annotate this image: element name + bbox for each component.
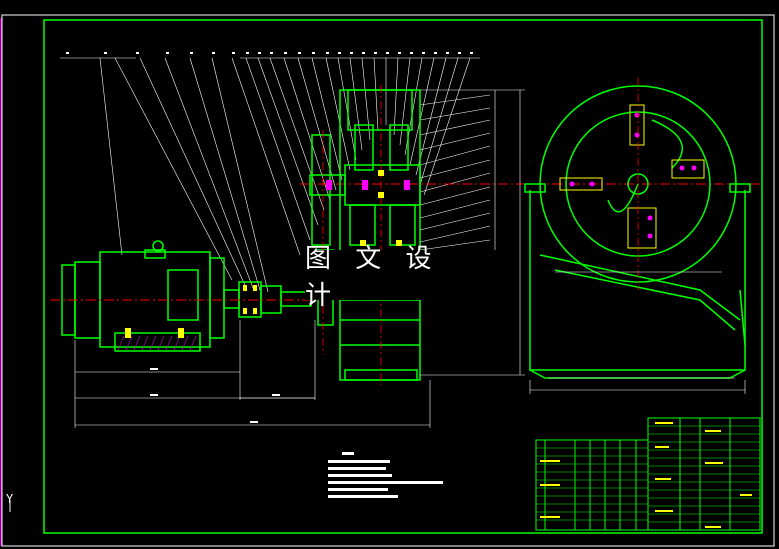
rotor-hammers	[559, 104, 705, 249]
housing-vertical-centerline	[322, 85, 382, 385]
parts-list-table	[535, 439, 649, 531]
crusher-front-view	[524, 85, 751, 379]
housing-bolts	[360, 170, 402, 246]
right-part-leaders	[419, 94, 491, 251]
overall-dimensions	[74, 320, 431, 428]
title-block-rows	[648, 425, 760, 523]
motor-anchor-bolts	[125, 328, 184, 338]
rotor-hammer-pins	[569, 112, 697, 239]
dimension-value-ticks	[150, 368, 280, 423]
inner-frame-border	[43, 19, 763, 534]
coupling-bolts	[243, 285, 257, 314]
front-view-dimensions	[529, 271, 746, 394]
electric-motor	[61, 240, 225, 352]
title-block-text-marks	[540, 422, 752, 528]
housing-hatch-details	[326, 180, 410, 190]
technical-notes	[328, 452, 443, 498]
outer-sheet-border	[1, 14, 775, 547]
parts-list-rows	[536, 447, 648, 521]
part-number-balloons	[66, 52, 473, 54]
ucs-y-label: Y	[6, 492, 14, 506]
housing-vertical-dimensions	[420, 89, 525, 376]
watermark-label: 图 文 设 计	[305, 244, 487, 311]
motor-base-hatch	[117, 335, 197, 351]
mill-housing-side-view	[309, 89, 421, 381]
